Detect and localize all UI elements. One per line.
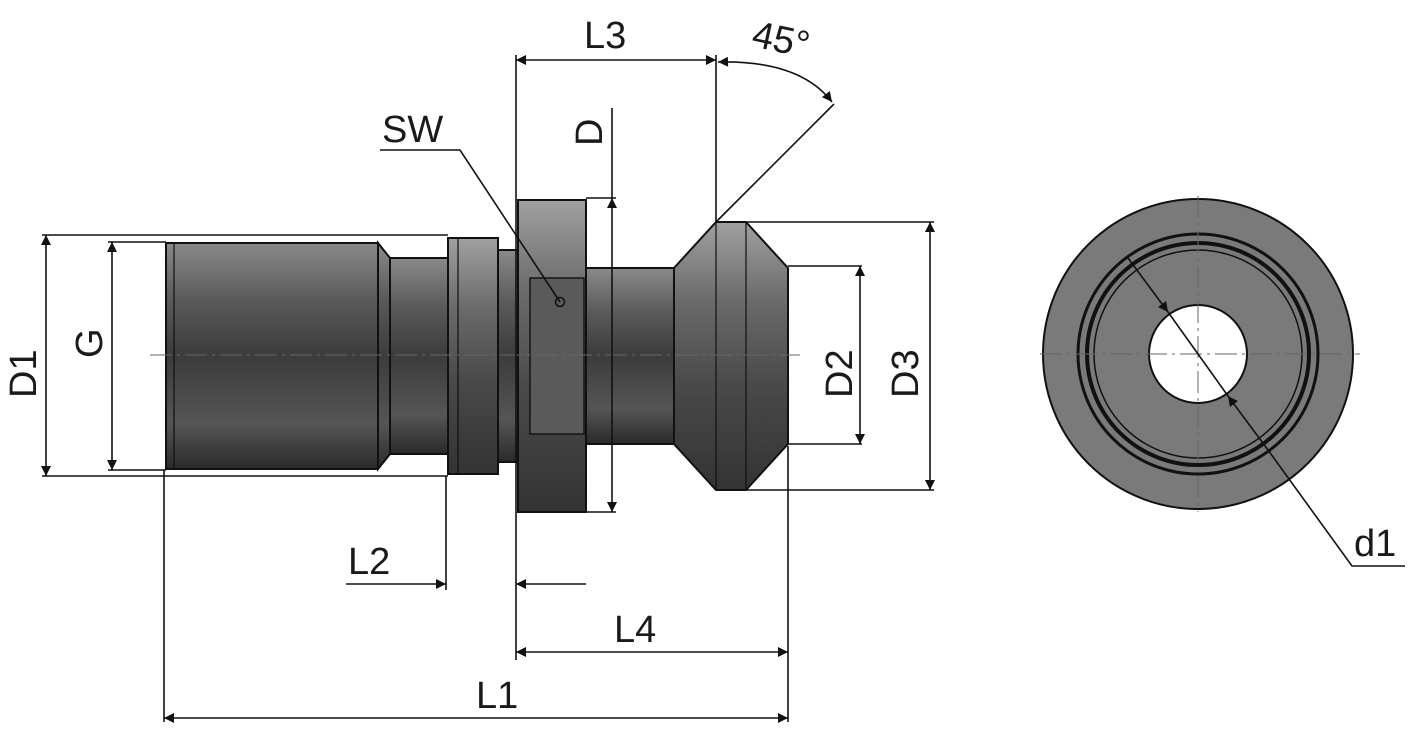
label-l4: L4	[614, 609, 656, 651]
label-g: G	[69, 328, 111, 358]
end-view	[1040, 196, 1405, 567]
angle-line	[715, 103, 835, 223]
sw-leader-dot	[554, 296, 566, 308]
label-sw: SW	[382, 109, 443, 151]
label-l1: L1	[476, 675, 518, 717]
label-d1-bore: d1	[1354, 523, 1396, 565]
shank-section	[585, 267, 675, 445]
thread-chamfer	[377, 240, 391, 472]
dimensions	[41, 55, 935, 723]
thread-section	[165, 242, 379, 470]
side-view	[150, 199, 800, 513]
d1-leader	[1227, 395, 1269, 451]
d1-leader-tail	[1267, 449, 1405, 567]
sw-leader	[380, 149, 561, 303]
d1-dimension-line-2	[1167, 311, 1229, 397]
label-d3: D3	[885, 349, 927, 398]
dimension-labels: L1 L4 L2 L3 SW 45° D D1 G D2 D3 d1	[3, 14, 1396, 717]
label-l3: L3	[584, 15, 626, 57]
angle-arc	[717, 56, 833, 103]
label-l2: L2	[348, 541, 390, 583]
d1-dimension-line	[1127, 257, 1169, 313]
head-cone	[673, 221, 789, 491]
label-d: D	[569, 119, 611, 146]
step-section	[497, 249, 519, 463]
neck-section	[389, 257, 449, 455]
label-angle: 45°	[748, 14, 813, 67]
hex-flat-sw	[529, 277, 585, 435]
label-d2: D2	[819, 349, 861, 398]
label-d1: D1	[3, 349, 45, 398]
collar-section	[447, 237, 499, 475]
